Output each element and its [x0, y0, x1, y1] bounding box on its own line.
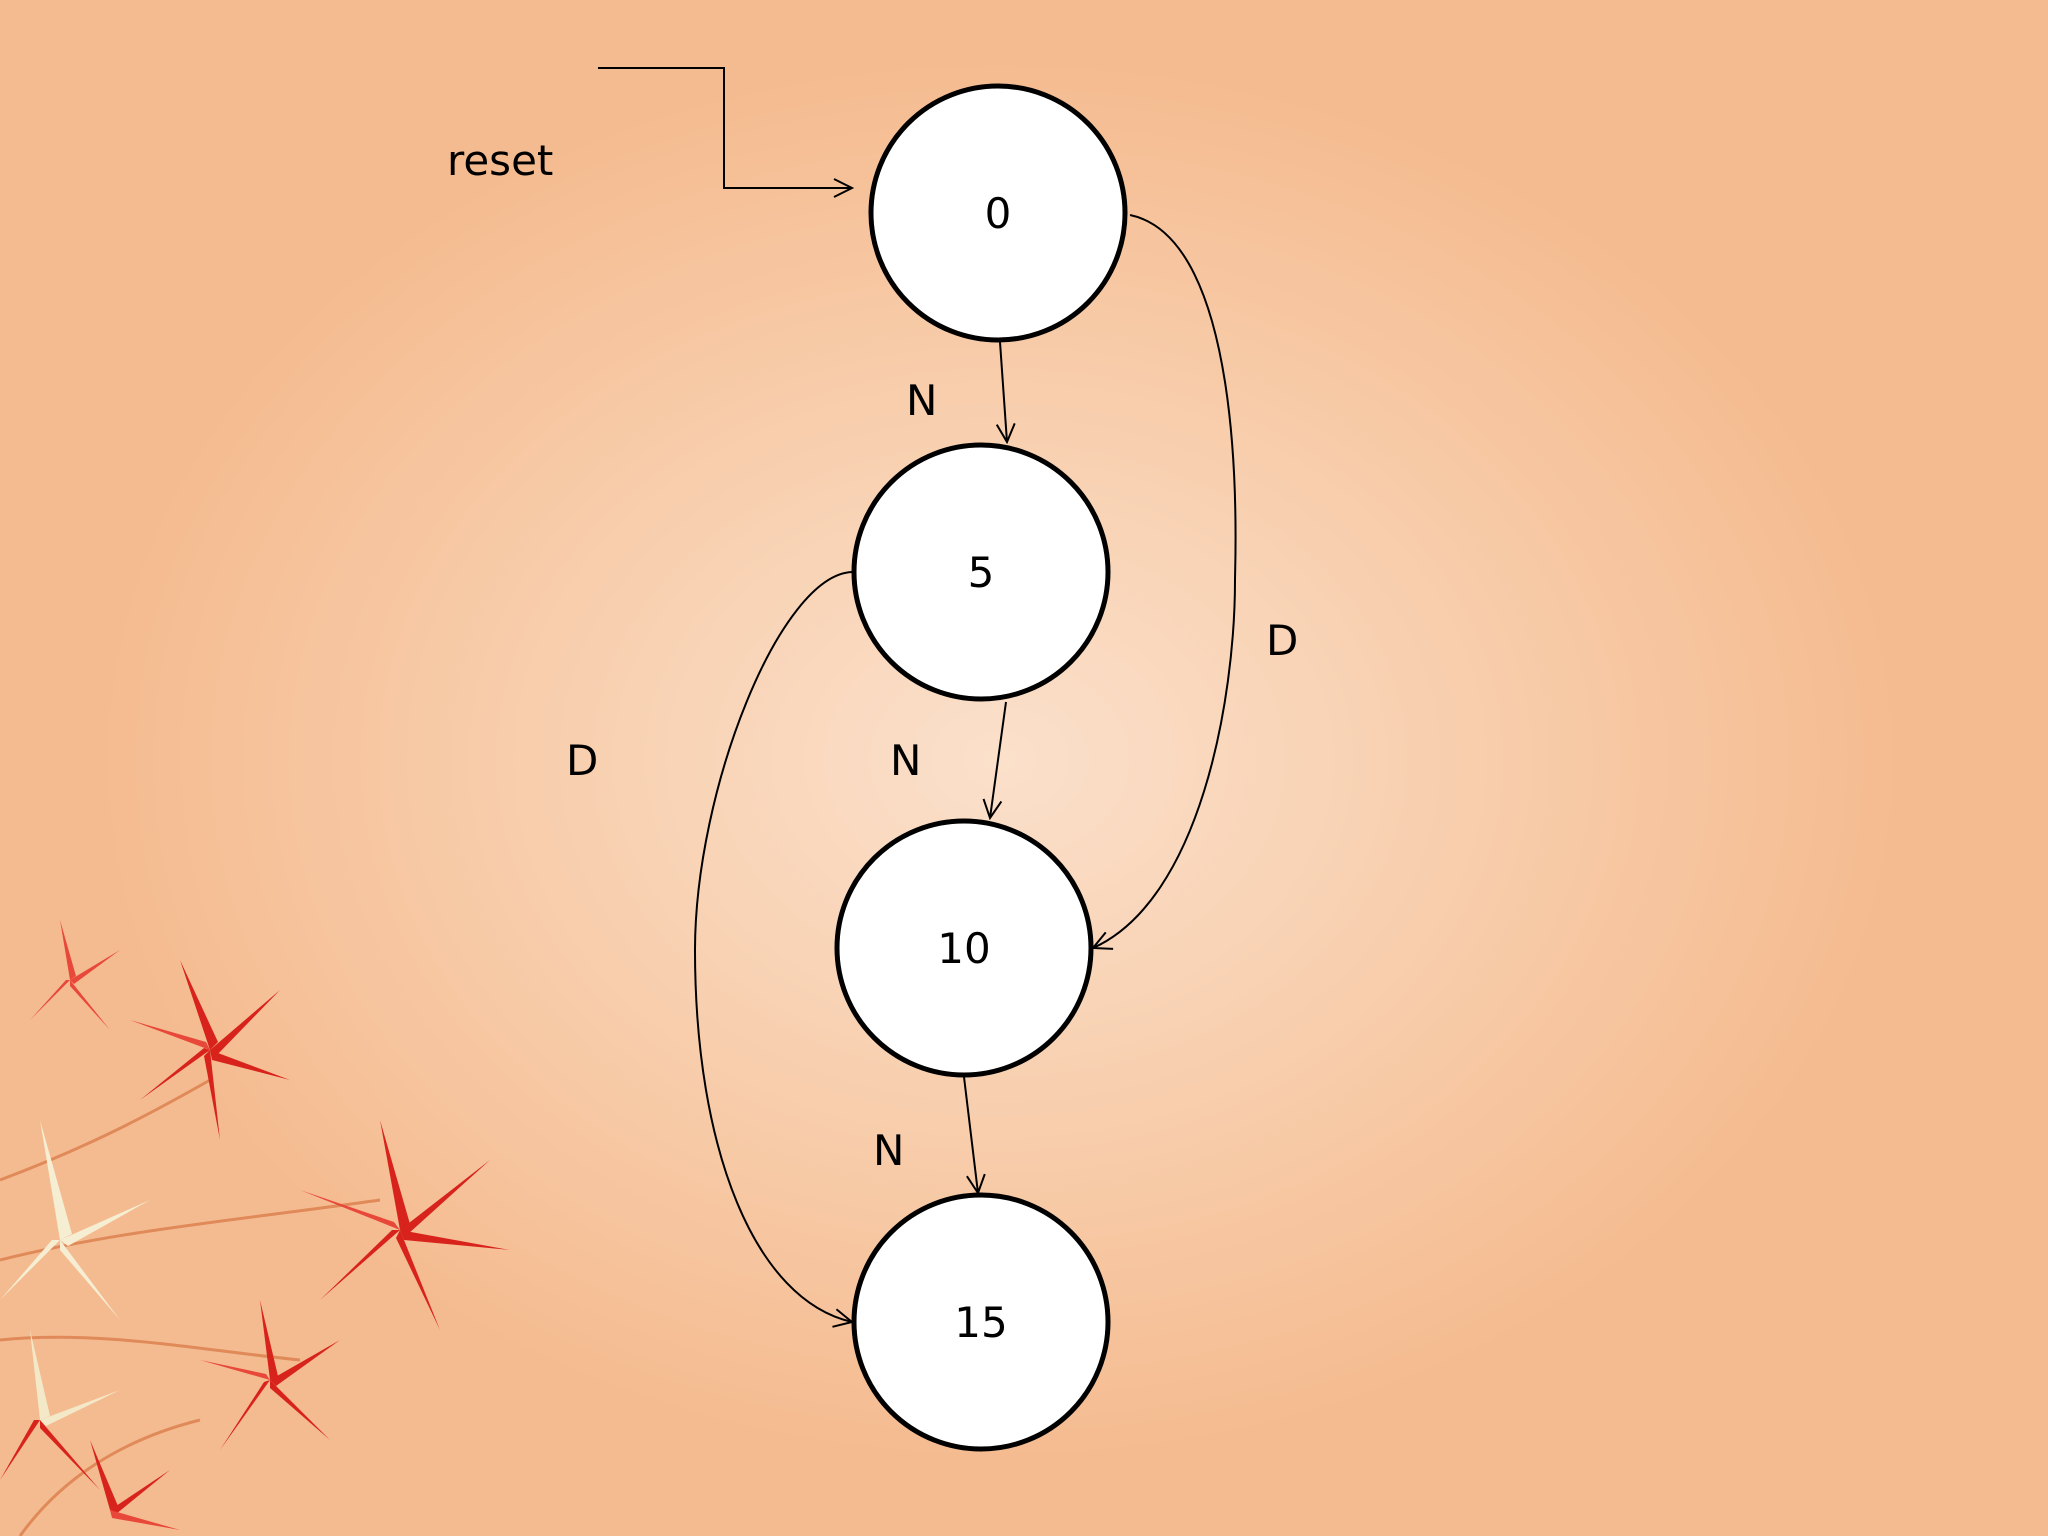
edge-label-n-0-5: N	[906, 376, 937, 425]
edge-5-to-10	[990, 701, 1007, 818]
reset-label: reset	[447, 136, 553, 185]
state-label-0: 0	[985, 189, 1012, 238]
edge-0-to-5	[1000, 341, 1007, 442]
state-node-5: 5	[851, 442, 1111, 702]
state-node-15: 15	[851, 1192, 1111, 1452]
edge-label-n-5-10: N	[890, 736, 921, 785]
state-label-15: 15	[954, 1298, 1007, 1347]
state-label-10: 10	[937, 924, 990, 973]
edge-label-n-10-15: N	[873, 1126, 904, 1175]
edge-label-d-0-10: D	[1266, 616, 1298, 665]
flower-decoration	[0, 920, 510, 1536]
state-node-0: 0	[868, 83, 1128, 343]
reset-arrow	[598, 67, 852, 188]
edge-10-to-15	[963, 1076, 978, 1193]
state-node-10: 10	[834, 818, 1094, 1078]
edge-5-to-15	[693, 571, 852, 1322]
edge-0-to-10	[1093, 214, 1237, 948]
state-label-5: 5	[968, 548, 995, 597]
edge-label-d-5-15: D	[566, 736, 598, 785]
